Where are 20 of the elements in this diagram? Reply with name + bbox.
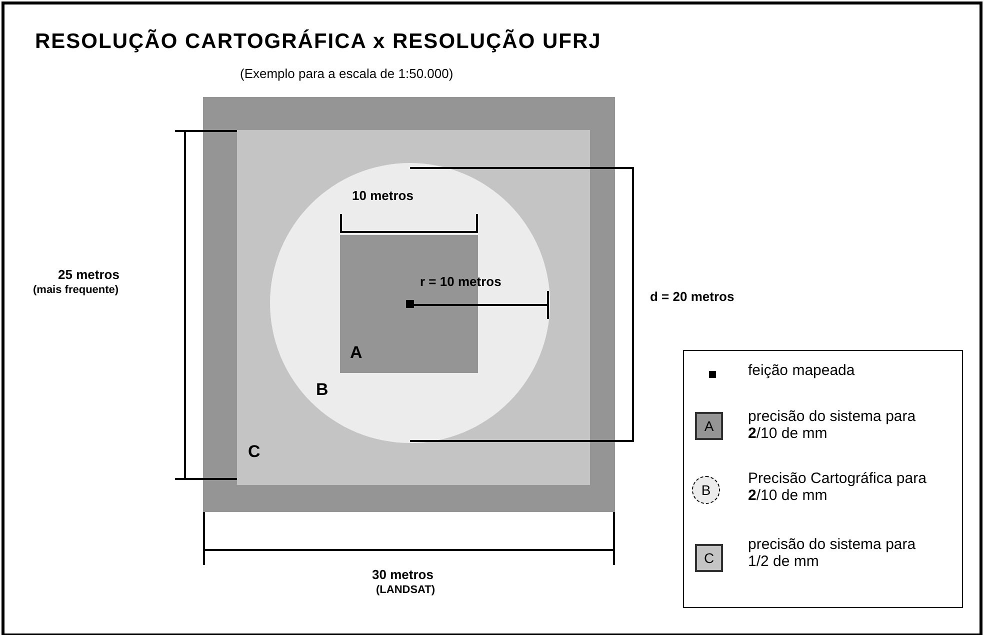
- dimension-label: 30 metros: [372, 568, 434, 583]
- pixel-square: [203, 97, 615, 512]
- region-letter: C: [248, 442, 260, 462]
- dimension-note: (LANDSAT): [376, 584, 436, 597]
- legend-symbol: A: [695, 412, 723, 440]
- dimension-label: 10 metros: [352, 189, 414, 204]
- legend-text: precisão do sistema para 2/10 de mm: [748, 408, 917, 442]
- subtitle: (Exemplo para a escala de 1:50.000): [240, 67, 454, 82]
- legend-text: feição mapeada: [748, 362, 856, 380]
- pixel-square: [237, 130, 590, 485]
- dimension-label: 25 metros: [58, 268, 120, 283]
- dimension-label: d = 20 metros: [650, 290, 734, 305]
- region-letter: A: [350, 343, 362, 363]
- legend-symbol: C: [695, 544, 723, 572]
- legend-text: Precisão Cartográfica para 2/10 de mm: [748, 470, 928, 504]
- dimension-note: (mais frequente): [33, 284, 119, 297]
- region-letter: B: [316, 380, 328, 400]
- dimension-label: r = 10 metros: [420, 275, 502, 290]
- legend-text: precisão do sistema para 1/2 de mm: [748, 536, 917, 570]
- title: RESOLUÇÃO CARTOGRÁFICA x RESOLUÇÃO UFRJ: [35, 30, 602, 54]
